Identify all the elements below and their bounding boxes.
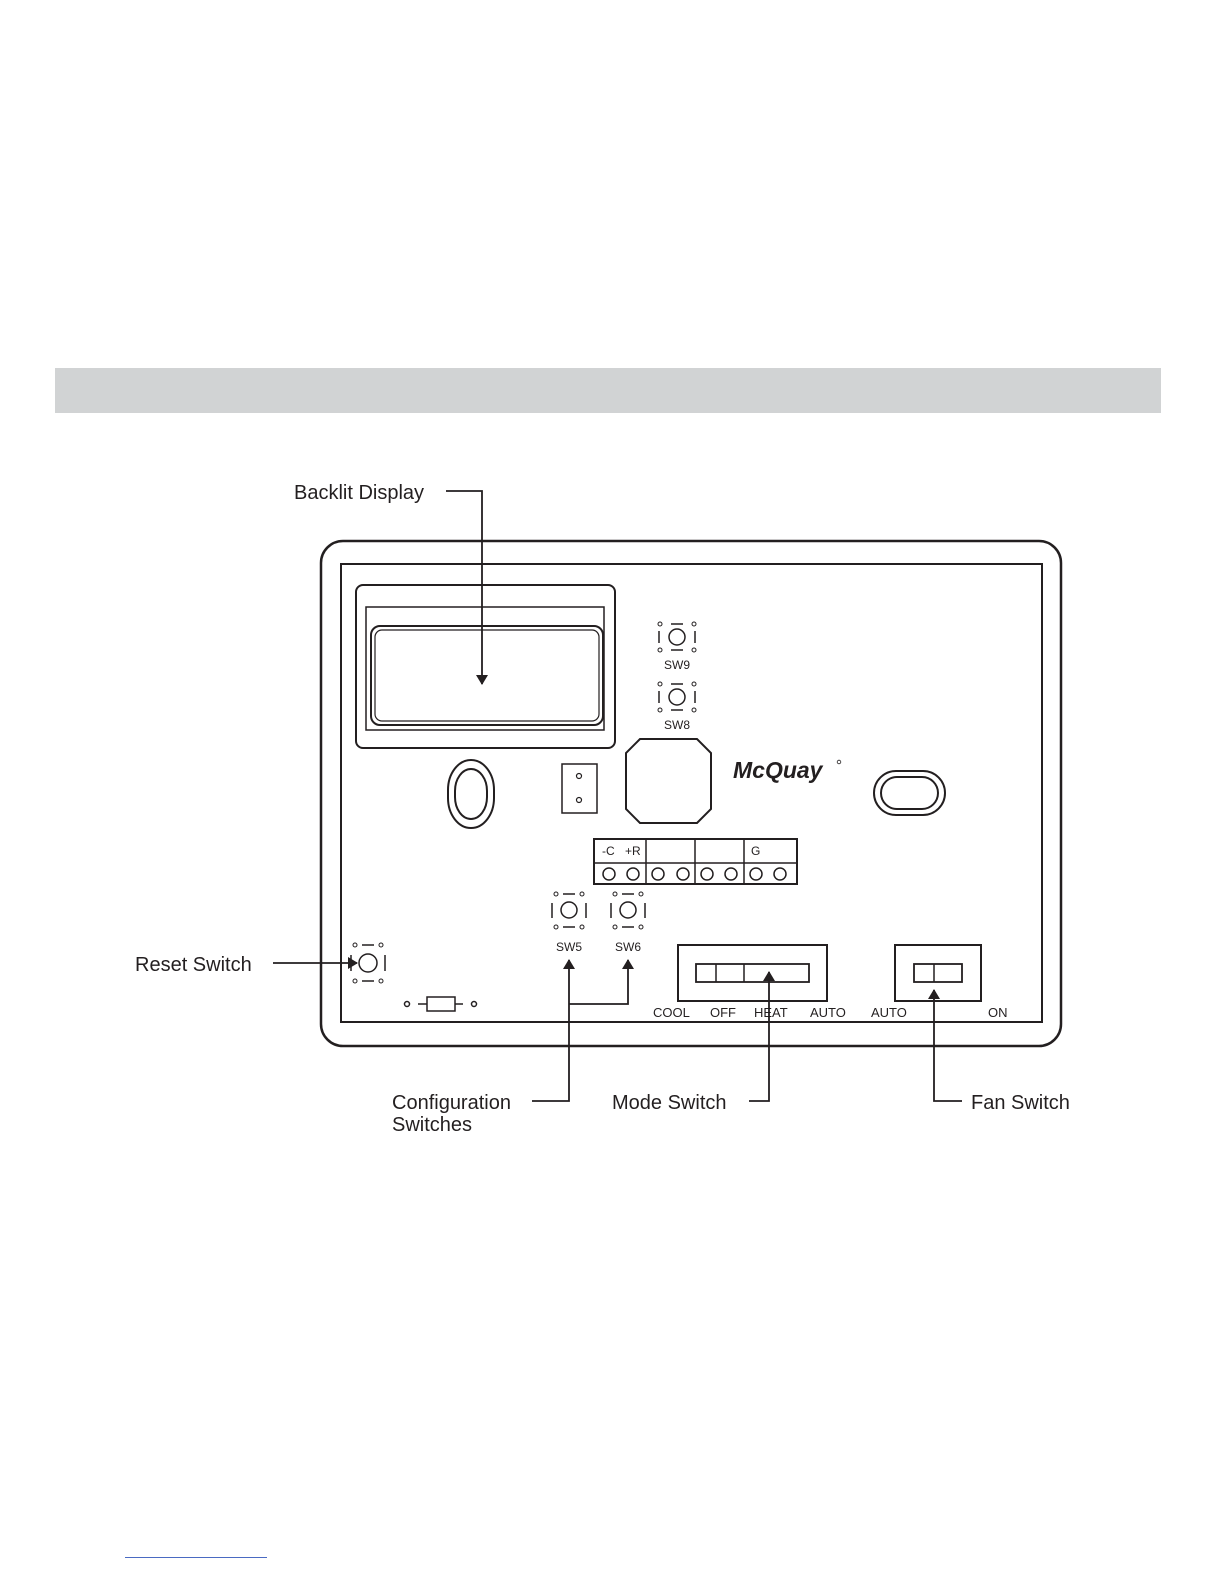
sw5-switch	[552, 892, 586, 929]
sw9-label: SW9	[664, 658, 690, 672]
sw6-switch	[611, 892, 645, 929]
mode-position-cool: COOL	[653, 1005, 690, 1020]
sw8-label: SW8	[664, 718, 690, 732]
callout-configuration-switches: Configuration	[392, 1092, 511, 1114]
terminal-label-r: +R	[625, 844, 641, 858]
fan-position-on: ON	[988, 1005, 1008, 1020]
thermostat-housing	[321, 541, 1061, 1046]
sw8-switch	[658, 682, 696, 712]
callout-configuration-switches-line2: Switches	[392, 1114, 472, 1136]
resistor	[405, 997, 477, 1011]
octagon-chip	[626, 739, 711, 823]
left-mounting-hole	[448, 760, 494, 828]
mode-position-off: OFF	[710, 1005, 736, 1020]
leader-configuration-switches	[532, 960, 569, 1101]
fan-slide-switch	[895, 945, 981, 1001]
backlit-display	[356, 585, 615, 748]
brand-logo: McQuay	[733, 757, 824, 783]
registered-mark	[837, 760, 841, 764]
leader-mode-switch	[749, 972, 769, 1101]
leader-backlit-display	[446, 491, 482, 684]
sw9-switch	[658, 622, 696, 652]
footer-rule	[125, 1557, 267, 1558]
mode-position-heat: HEAT	[754, 1005, 788, 1020]
sw5-label: SW5	[556, 940, 582, 954]
thermostat-board	[341, 564, 1042, 1022]
callout-reset-switch: Reset Switch	[135, 954, 252, 976]
sw6-label: SW6	[615, 940, 641, 954]
two-pin-connector	[562, 764, 597, 813]
terminal-label-g: G	[751, 844, 760, 858]
callout-backlit-display: Backlit Display	[294, 482, 424, 504]
leader-configuration-switches-branch	[569, 960, 628, 1004]
mode-slide-switch	[678, 945, 827, 1001]
mode-position-auto: AUTO	[810, 1005, 846, 1020]
fan-position-auto: AUTO	[871, 1005, 907, 1020]
callout-fan-switch: Fan Switch	[971, 1092, 1070, 1114]
terminal-label-c: -C	[602, 844, 615, 858]
callout-mode-switch: Mode Switch	[612, 1092, 727, 1114]
right-mounting-hole	[874, 771, 945, 815]
